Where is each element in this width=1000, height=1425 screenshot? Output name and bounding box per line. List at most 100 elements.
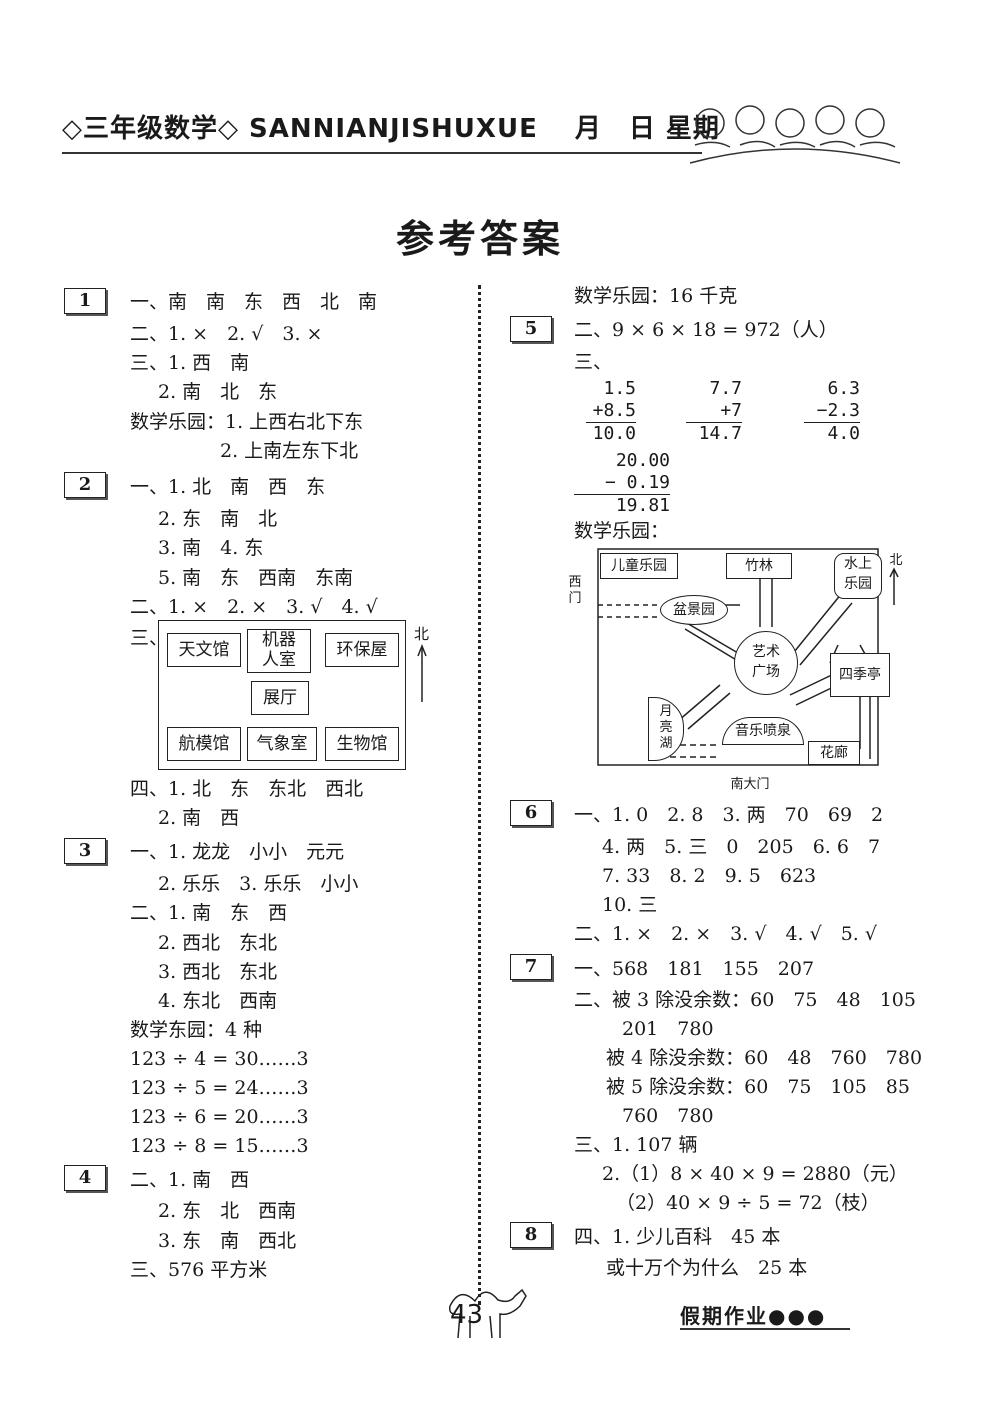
map-south-gate: 南大门 (730, 777, 770, 792)
answer-line: 一、568 181 155 207 (574, 958, 815, 980)
calc-result: 10.0 (586, 422, 636, 445)
answer-line: 123 ÷ 4 = 30……3 (130, 1048, 309, 1070)
answer-line: 一、1. 龙龙 小小 元元 (130, 841, 345, 863)
answer-line: 10. 三 (602, 894, 658, 916)
answer-line: 二、被 3 除没余数：60 75 48 105 (574, 989, 916, 1011)
room-label: 环保屋 (325, 633, 399, 667)
answer-line: （2）40 × 9 ÷ 5 = 72（枝） (616, 1192, 880, 1214)
column-divider (478, 285, 481, 1305)
answer-line: 一、1. 北 南 西 东 (130, 476, 326, 498)
answer-line: 2. 上南左东下北 (220, 440, 359, 462)
section-number-2: 2 (64, 472, 106, 498)
answer-line: 二、1. 南 东 西 (130, 902, 288, 924)
answer-line: 760 780 (622, 1105, 714, 1127)
calc-operand: − 0.19 (604, 472, 670, 493)
vertical-calc: 7.7 +7 14.7 (686, 378, 742, 445)
answer-line: 2. 南 北 东 (158, 381, 278, 403)
room-label: 展厅 (251, 681, 309, 715)
map-north-label: 北 (889, 553, 903, 568)
map-place: 花廊 (808, 741, 860, 765)
answer-line: 123 ÷ 5 = 24……3 (130, 1077, 309, 1099)
answer-line: 三、576 平方米 (130, 1259, 268, 1281)
answer-line: 一、南 南 东 西 北 南 (130, 291, 378, 313)
section-number-8: 8 (510, 1222, 552, 1248)
room-label: 机器 人室 (247, 629, 311, 673)
camel-icon (448, 1288, 527, 1339)
map-west-gate: 西 门 (568, 575, 582, 606)
map-place: 竹林 (726, 553, 792, 579)
section-number-5: 5 (510, 316, 552, 342)
answer-line: 数学乐园：1. 上西右北下东 (130, 411, 364, 433)
section-number-7: 7 (510, 954, 552, 980)
room-label: 天文馆 (167, 633, 241, 667)
answer-line: 数学乐园： (574, 520, 670, 542)
answer-line: 四、1. 少儿百科 45 本 (574, 1226, 781, 1248)
brand-label: 假期作业●●● (680, 1304, 827, 1328)
answer-line: 四、1. 北 东 东北 西北 (130, 778, 364, 800)
answer-line: 一、1. 0 2. 8 3. 两 70 69 2 (574, 804, 884, 826)
answer-line: 被 4 除没余数：60 48 760 780 (606, 1047, 923, 1069)
calc-result: 4.0 (804, 422, 860, 445)
answer-line: 二、1. × 2. × 3. √ 4. √ (130, 596, 378, 618)
answer-line: 4. 两 5. 三 0 205 6. 6 7 (602, 836, 881, 858)
answer-line: 5. 南 东 西南 东南 (158, 567, 354, 589)
room-label: 气象室 (247, 727, 317, 761)
map-place: 音乐喷泉 (722, 717, 804, 745)
map-place: 儿童乐园 (600, 553, 678, 579)
answer-line: 2. 南 西 (158, 807, 240, 829)
answer-line: 4. 东北 西南 (158, 990, 278, 1012)
page-number: 43 (450, 1300, 484, 1330)
answer-line: 3. 南 4. 东 (158, 537, 264, 559)
section-number-6: 6 (510, 800, 552, 826)
calc-operand: 1.5 (603, 378, 636, 399)
vertical-calc: 20.00 − 0.19 19.81 (574, 450, 670, 517)
vertical-calc: 6.3 −2.3 4.0 (804, 378, 860, 445)
calc-operand: −2.3 (816, 400, 860, 421)
answer-line: 123 ÷ 6 = 20……3 (130, 1106, 309, 1128)
answer-line: 三、 (574, 351, 613, 373)
footer-rule (680, 1328, 850, 1330)
answer-line: 二、1. × 2. √ 3. × (130, 323, 323, 345)
answer-line: 3. 西北 东北 (158, 961, 278, 983)
answer-line: 201 780 (622, 1018, 714, 1040)
calc-operand: +7 (720, 400, 742, 421)
answer-line: 三、1. 西 南 (130, 352, 250, 374)
answer-line: 二、9 × 6 × 18 = 972（人） (574, 319, 838, 341)
north-arrow-icon (417, 644, 427, 702)
answer-line: 被 5 除没余数：60 75 105 85 (606, 1076, 910, 1098)
calc-result: 14.7 (686, 422, 742, 445)
answer-line: 二、1. × 2. × 3. √ 4. √ 5. √ (574, 923, 877, 945)
answer-line: 二、1. 南 西 (130, 1169, 250, 1191)
room-label: 航模馆 (167, 727, 241, 761)
answer-line: 三、1. 107 辆 (574, 1134, 698, 1156)
page-header: ◇三年级数学◇ SANNIANJISHUXUE 月 日 星期 (62, 114, 720, 144)
answer-line: 123 ÷ 8 = 15……3 (130, 1135, 309, 1157)
museum-layout-grid: 天文馆 机器 人室 环保屋 展厅 航模馆 气象室 生物馆 (158, 620, 406, 770)
children-illustration (689, 105, 901, 164)
answer-line: 2. 东 南 北 (158, 508, 278, 530)
answer-line: 2. 东 北 西南 (158, 1200, 297, 1222)
answer-line: 3. 东 南 西北 (158, 1230, 297, 1252)
map-place: 水上 乐园 (834, 553, 882, 599)
calc-operand: 6.3 (827, 378, 860, 399)
park-map: 儿童乐园 竹林 水上 乐园 北 西 门 盆景园 艺术 广场 四季亭 月 亮 湖 … (560, 545, 920, 795)
answer-line: 或十万个为什么 25 本 (606, 1257, 808, 1279)
section-number-4: 4 (64, 1165, 106, 1191)
answer-line: 数学东园：4 种 (130, 1019, 263, 1041)
calc-result: 19.81 (574, 494, 670, 517)
vertical-calc: 1.5 +8.5 10.0 (586, 378, 636, 445)
north-arrow-icon (889, 567, 899, 605)
answer-line: 数学乐园：16 千克 (574, 285, 738, 307)
map-place: 艺术 广场 (734, 631, 798, 695)
section-number-3: 3 (64, 838, 106, 864)
section-number-1: 1 (64, 288, 106, 314)
answer-line: 7. 33 8. 2 9. 5 623 (602, 865, 817, 887)
answer-line: 2. 西北 东北 (158, 932, 278, 954)
calc-operand: 20.00 (615, 450, 670, 471)
north-label: 北 (414, 625, 430, 643)
answer-line: 2.（1）8 × 40 × 9 = 2880（元） (602, 1163, 908, 1185)
map-place: 盆景园 (660, 595, 728, 625)
map-place: 四季亭 (830, 653, 890, 697)
header-rule (62, 152, 702, 154)
calc-operand: +8.5 (592, 400, 636, 421)
